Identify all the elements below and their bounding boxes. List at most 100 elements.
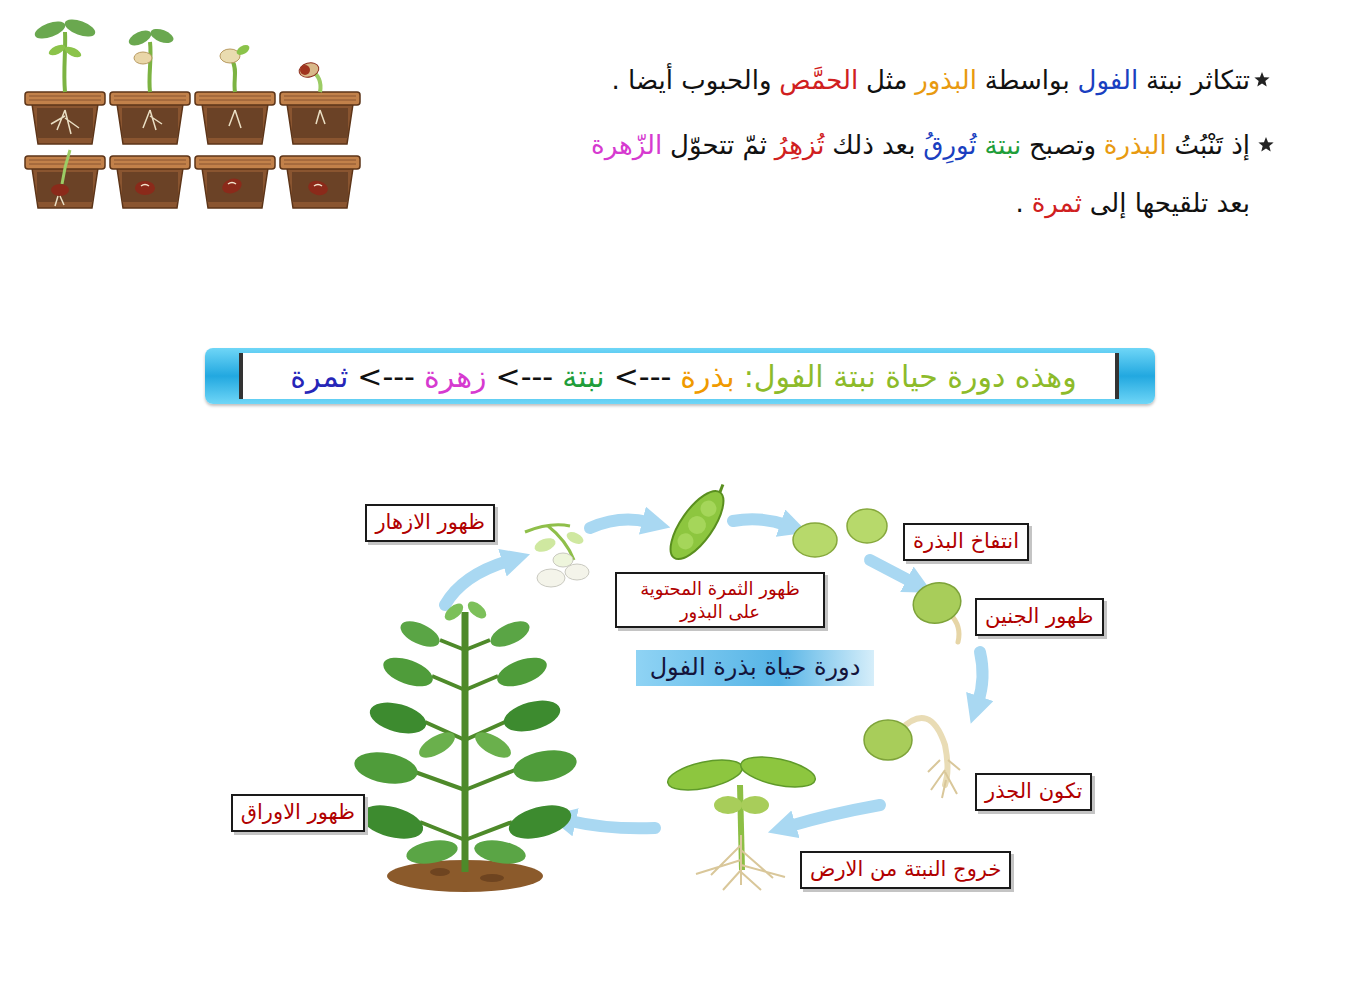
germination-pots bbox=[235, 43, 251, 57]
sentence-word: ثمرة bbox=[1032, 188, 1082, 218]
germination-pots bbox=[51, 110, 79, 134]
germination-pots bbox=[220, 176, 244, 196]
seed-root bbox=[864, 720, 912, 760]
sentence-line: بعد تلقيحها إلى ثمرة. bbox=[1008, 183, 1250, 223]
cycle-arrow bbox=[570, 821, 655, 828]
cycle-word: بذرة bbox=[680, 359, 734, 394]
stage-label-text: انتفاخ البذرة bbox=[913, 528, 1019, 555]
stage-label-text: دورة حياة بذرة الفول bbox=[650, 652, 861, 683]
stage-label-box: ظهور الاوراق bbox=[231, 794, 365, 831]
germination-pots bbox=[63, 45, 83, 60]
seedling bbox=[696, 835, 785, 890]
germination-pots bbox=[229, 110, 241, 128]
bean-plant bbox=[480, 874, 504, 882]
cycle-arrow bbox=[733, 519, 786, 525]
germination-pots bbox=[47, 43, 67, 58]
bean-plant bbox=[505, 799, 575, 845]
sentence-word: تُزهِرُ bbox=[775, 130, 825, 160]
sentence-word: بعد تلقيحها إلى bbox=[1090, 188, 1250, 218]
germination-pots bbox=[228, 183, 236, 185]
seedling bbox=[714, 796, 742, 814]
bean-plant bbox=[487, 616, 534, 652]
cycle-arrow bbox=[445, 519, 983, 828]
germination-pots bbox=[135, 181, 155, 195]
stage-label-text: تكون الجذر bbox=[985, 778, 1082, 805]
sentence-word: والحبوب أيضا . bbox=[612, 65, 772, 95]
germination-pots bbox=[195, 92, 275, 144]
sentence-word: إذ تَنْبُتُ bbox=[1174, 130, 1250, 160]
stage-label-box: ظهور الثمرة المحتوية على البذور bbox=[615, 572, 825, 629]
stage-label-text: خروج النبتة من الارض bbox=[810, 856, 1001, 883]
germination-pots bbox=[316, 110, 325, 124]
bean-plant bbox=[357, 799, 427, 845]
sentence-word: تتكاثر نبتة bbox=[1146, 65, 1250, 95]
cycle-word: ---> bbox=[357, 359, 415, 394]
seedling bbox=[665, 754, 745, 795]
stage-label-box: ظهور الازهار bbox=[365, 504, 495, 541]
sentence-word: بواسطة bbox=[985, 65, 1070, 95]
germination-pots bbox=[134, 52, 152, 64]
cycle-arrow bbox=[870, 560, 912, 582]
bean-flower bbox=[525, 525, 589, 587]
bullet-star bbox=[1254, 72, 1273, 151]
seed-embryo bbox=[909, 577, 966, 628]
seedling bbox=[665, 751, 818, 890]
germination-pots bbox=[63, 16, 98, 40]
bean-plant bbox=[379, 652, 436, 692]
germination-pots bbox=[141, 185, 149, 187]
sentence-word: الحمَّص bbox=[779, 65, 858, 95]
seed-root bbox=[928, 760, 960, 798]
cycle-word: نبتة bbox=[562, 359, 605, 394]
stage-label-box: خروج النبتة من الارض bbox=[800, 851, 1011, 888]
sentence-word: نبتة bbox=[984, 130, 1021, 160]
bean-plant bbox=[352, 748, 420, 789]
sentence-word: تُورِقُ bbox=[923, 130, 976, 160]
sentence-word: ثمّ تتحوّل bbox=[670, 130, 767, 160]
bean-pod bbox=[661, 477, 738, 567]
stage-label-box: انتفاخ البذرة bbox=[903, 523, 1029, 560]
bean-flower bbox=[565, 564, 589, 580]
bean-plant bbox=[471, 727, 515, 763]
germination-pots bbox=[25, 92, 105, 144]
germination-pots bbox=[314, 185, 322, 187]
sentence-word: وتصبح bbox=[1029, 130, 1096, 160]
stage-label-box: ظهور الجنين bbox=[975, 598, 1104, 635]
cycle-arrow bbox=[978, 652, 983, 702]
cycle-arrow bbox=[790, 805, 880, 826]
germination-pots bbox=[300, 65, 310, 75]
germination-pots bbox=[280, 92, 360, 144]
germination-pots bbox=[33, 18, 68, 42]
seed-embryo bbox=[909, 577, 966, 642]
bean-plant bbox=[397, 616, 444, 652]
sentence-word: . bbox=[1016, 188, 1024, 218]
bean-seeds bbox=[793, 509, 887, 557]
bean-pod bbox=[718, 485, 724, 493]
bean-pod bbox=[684, 512, 709, 537]
germination-pots bbox=[25, 16, 360, 208]
germination-pots bbox=[62, 150, 70, 184]
sentence-word: الفول bbox=[1078, 65, 1139, 95]
germination-pots bbox=[149, 42, 150, 92]
bean-plant bbox=[415, 640, 515, 840]
sentence-line: إذ تَنْبُتُالبذرةوتصبحنبتةتُورِقُبعد ذلك… bbox=[583, 125, 1250, 165]
bean-plant bbox=[352, 598, 579, 892]
bean-plant bbox=[493, 652, 550, 692]
stage-label-box: تكون الجذر bbox=[975, 773, 1092, 810]
sentence-word: البذور bbox=[915, 65, 977, 95]
bean-plant bbox=[465, 598, 490, 621]
bean-seeds bbox=[847, 509, 887, 543]
sentence-word: مثل bbox=[866, 65, 907, 95]
seed-root bbox=[864, 718, 960, 798]
bean-flower bbox=[537, 569, 565, 587]
bean-seeds bbox=[793, 523, 837, 557]
germination-pots bbox=[127, 27, 154, 48]
bean-plant bbox=[366, 697, 429, 739]
seedling bbox=[741, 796, 769, 814]
germination-pots bbox=[280, 156, 360, 208]
bean-plant bbox=[511, 746, 579, 787]
sentence-word: الزّهرة bbox=[591, 130, 662, 160]
cycle-word: ---> bbox=[614, 359, 672, 394]
germination-pots bbox=[143, 110, 162, 130]
bean-plant bbox=[472, 837, 527, 868]
bean-flower bbox=[533, 536, 558, 555]
